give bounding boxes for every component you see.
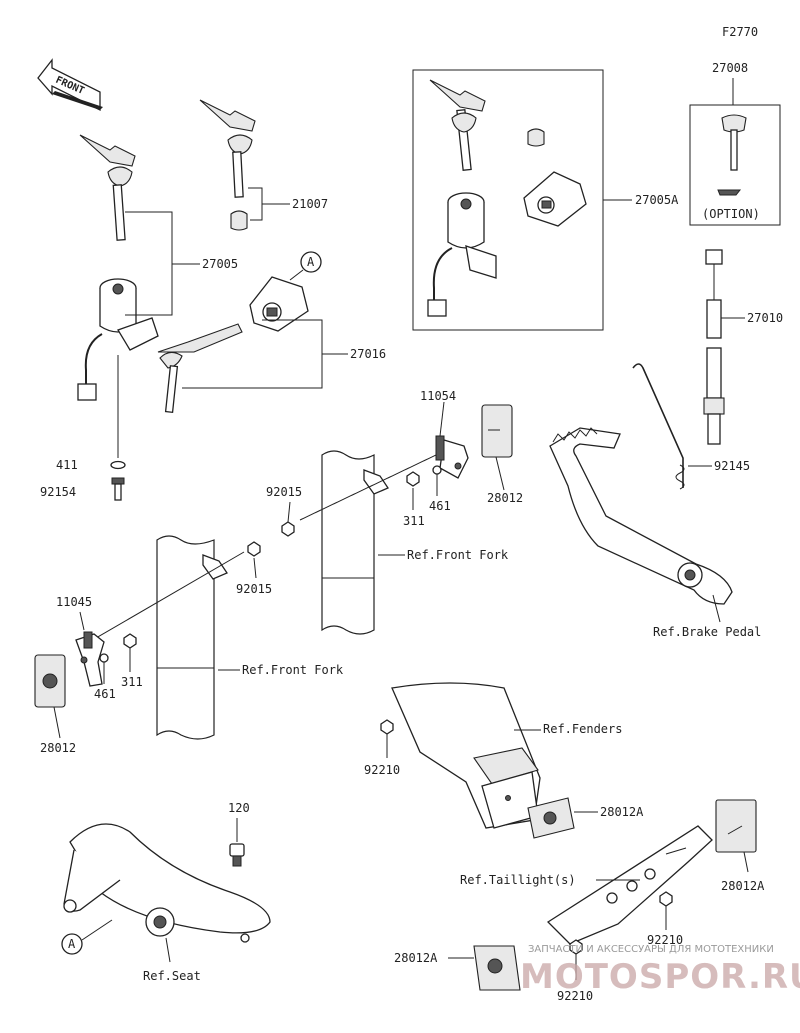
bolt-120-icon <box>229 843 245 867</box>
label-92154: 92154 <box>40 485 76 499</box>
bolt-92154-icon <box>111 477 125 501</box>
label-120: 120 <box>228 801 250 815</box>
front-fork-right-icon <box>321 450 389 635</box>
washer-411-icon <box>110 460 126 470</box>
label-a-top: A <box>307 255 315 269</box>
front-arrow-icon: FRONT <box>37 58 103 112</box>
label-11045: 11045 <box>56 595 92 609</box>
label-92210-c: 92210 <box>557 989 593 1003</box>
spring-92145-icon <box>632 363 684 488</box>
label-461-a: 461 <box>429 499 451 513</box>
ignition-switch-27005-icon <box>77 278 159 401</box>
bracket-11054-icon <box>435 435 469 479</box>
label-92210-b: 92210 <box>647 933 683 947</box>
key-27005-icon <box>79 134 136 241</box>
label-92145: 92145 <box>714 459 750 473</box>
nut-311-a-icon <box>406 471 420 487</box>
key-21007-icon <box>199 99 256 198</box>
label-27005: 27005 <box>202 257 238 271</box>
washer-461-a-icon <box>432 465 442 475</box>
label-28012-left: 28012 <box>40 741 76 755</box>
ref-fenders: Ref.Fenders <box>543 722 622 736</box>
option-key-box <box>689 104 781 226</box>
ref-taillights: Ref.Taillight(s) <box>460 873 576 887</box>
label-a-bottom: A <box>68 937 76 951</box>
ref-front-fork-2: Ref.Front Fork <box>242 663 344 677</box>
label-92210-a: 92210 <box>364 763 400 777</box>
label-28012A-c: 28012A <box>394 951 438 965</box>
bracket-11045-icon <box>75 631 105 687</box>
key-pair-icon <box>429 79 486 171</box>
label-27016: 27016 <box>350 347 386 361</box>
label-461-b: 461 <box>94 687 116 701</box>
label-311-b: 311 <box>121 675 143 689</box>
nut-92210-b-icon <box>659 891 673 907</box>
label-27010: 27010 <box>747 311 783 325</box>
label-411: 411 <box>56 458 78 472</box>
label-28012A-a: 28012A <box>600 805 644 819</box>
nut-92015-b-icon <box>247 541 261 557</box>
washer-461-b-icon <box>99 653 109 663</box>
watermark-line1: ЗАПЧАСТИ И АКСЕССУАРЫ ДЛЯ МОТОТЕХНИКИ <box>528 944 774 955</box>
key-27016-icon <box>157 323 243 414</box>
reflector-28012-left-icon <box>34 654 66 708</box>
option-label: (OPTION) <box>702 207 760 221</box>
reflector-28012A-c-icon <box>473 945 521 991</box>
label-311-a: 311 <box>403 514 425 528</box>
fender-bracket-icon <box>391 682 541 829</box>
brake-pedal-icon <box>549 427 733 605</box>
reflector-28012-right-icon <box>481 404 513 458</box>
nut-92015-a-icon <box>281 521 295 537</box>
key-tag-icon <box>717 189 742 196</box>
label-21007: 21007 <box>292 197 328 211</box>
nut-92210-c-icon <box>569 939 583 955</box>
ref-a-circle-top <box>300 251 322 273</box>
ref-seat: Ref.Seat <box>143 969 201 983</box>
cap-21007-icon <box>230 210 248 231</box>
switch-27010-icon <box>703 249 725 445</box>
ref-a-circle-bottom <box>61 933 83 955</box>
seat-lock-icon <box>523 171 587 227</box>
watermark-line2: MOTOSPOR.RU <box>520 957 800 997</box>
nut-92210-a-icon <box>380 719 394 735</box>
label-11054: 11054 <box>420 389 456 403</box>
option-key-icon <box>721 114 747 171</box>
seat-lock-27016-icon <box>249 276 309 332</box>
ref-front-fork-1: Ref.Front Fork <box>407 548 509 562</box>
label-92015-b: 92015 <box>236 582 272 596</box>
label-92015-a: 92015 <box>266 485 302 499</box>
seat-bracket-icon <box>63 823 271 943</box>
ignition-switch-icon <box>427 192 497 317</box>
diagram-id: F2770 <box>722 25 758 39</box>
label-27008: 27008 <box>712 61 748 75</box>
label-27005A: 27005A <box>635 193 679 207</box>
label-28012A-b: 28012A <box>721 879 765 893</box>
reflector-28012A-a-icon <box>527 797 575 839</box>
nut-311-b-icon <box>123 633 137 649</box>
cap-icon <box>527 128 545 147</box>
label-28012-right: 28012 <box>487 491 523 505</box>
ref-brake-pedal: Ref.Brake Pedal <box>653 625 761 639</box>
reflector-28012A-b-icon <box>715 799 757 853</box>
front-fork-left-icon <box>156 535 228 740</box>
